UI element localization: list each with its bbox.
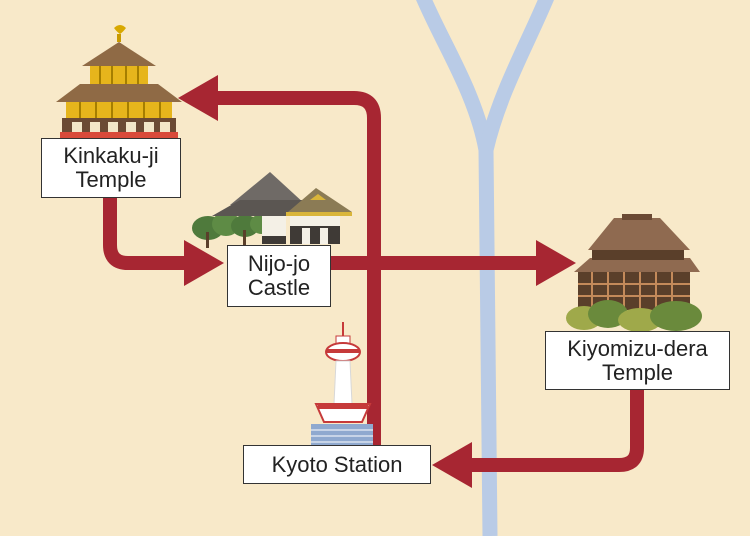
nijojo-castle-icon [192,172,352,248]
nijojo-label-line1: Nijo-jo [247,251,311,276]
nijojo-label-line2: Castle [247,275,311,300]
arrowhead-to-nijojo [184,240,224,286]
kinkakuji-pavilion-icon [56,25,182,138]
route-kinkakuji-to-nijojo [103,198,192,270]
route-station-to-kinkakuji [208,91,381,446]
route [103,91,644,472]
route-kiyomizu-to-station [470,390,644,472]
route-arrowheads [178,75,576,488]
kiyomizu-label-line1: Kiyomizu-dera [567,335,708,361]
arrowhead-to-kiyomizu [536,240,576,286]
kiyomizu-label: Kiyomizu-dera Temple [545,331,730,390]
kinkakuji-label-line2: Temple [75,167,147,192]
nijojo-label: Nijo-jo Castle [227,245,331,307]
river-east-branch [478,0,554,152]
kinkakuji-label-line1: Kinkaku-ji [63,143,159,168]
kyoto-station-label-text: Kyoto Station [271,451,403,477]
kyoto-station-label: Kyoto Station [243,445,431,484]
kinkakuji-label: Kinkaku-ji Temple [41,138,181,198]
kiyomizu-label-line2: Temple [602,359,673,385]
arrowhead-to-station [432,442,472,488]
river [416,0,554,536]
arrowhead-to-kinkakuji [178,75,218,121]
kyoto-tower-icon [311,322,373,446]
kiyomizu-temple-icon [566,214,702,332]
